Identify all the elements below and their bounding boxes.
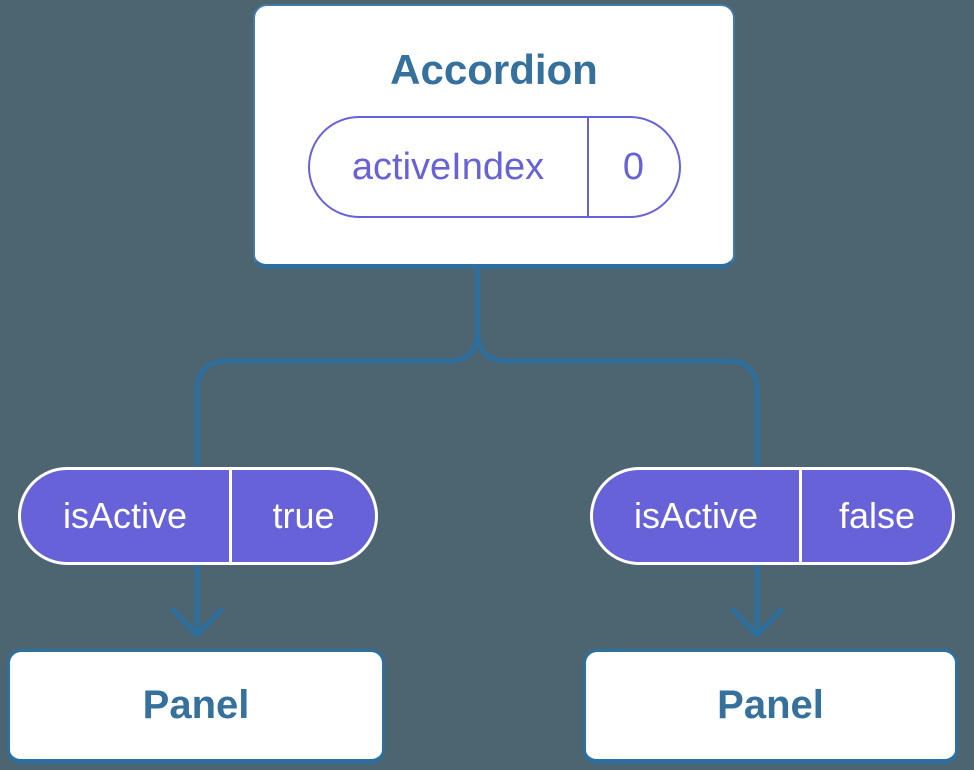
state-name: activeIndex (310, 118, 589, 217)
prop-name: isActive (21, 470, 232, 562)
panel-component-box: Panel (583, 649, 958, 764)
prop-name: isActive (593, 470, 802, 562)
prop-value: false (838, 495, 916, 536)
connector-right-branch (475, 263, 760, 637)
prop-pill-isactive-false: isActive false (590, 467, 955, 565)
panel-component-box: Panel (7, 649, 385, 764)
prop-value: true (272, 495, 335, 536)
connector-left-branch (194, 263, 480, 637)
arrow-down-icon (730, 607, 784, 638)
state-pill: activeIndex 0 (307, 116, 681, 219)
accordion-title: Accordion (390, 46, 598, 93)
arrow-down-icon (170, 607, 224, 638)
state-value: 0 (622, 145, 645, 188)
prop-pill-isactive-true: isActive true (18, 467, 378, 565)
accordion-component-box: Accordion activeIndex 0 (253, 4, 735, 269)
